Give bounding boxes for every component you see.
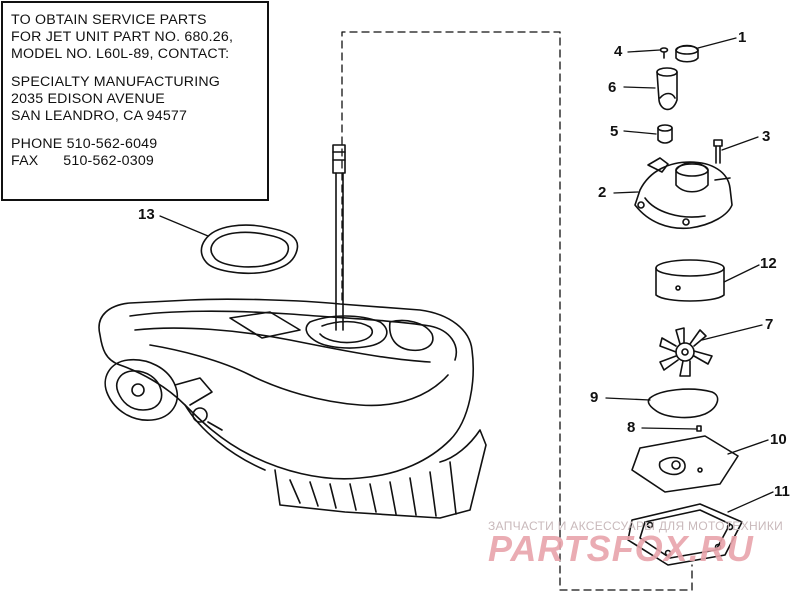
jet-pump-housing — [98, 298, 487, 519]
callout-9: 9 — [590, 389, 599, 406]
part-3-bolt — [713, 139, 723, 164]
part-12-impeller-cup — [655, 259, 725, 302]
info-line-1: TO OBTAIN SERVICE PARTS — [11, 12, 207, 28]
part-5-bushing — [657, 124, 673, 144]
part-8-pin — [696, 425, 702, 432]
info-line-7: PHONE 510-562-6049 — [11, 136, 158, 152]
part-2-pump-housing — [634, 157, 733, 230]
callout-8: 8 — [627, 419, 636, 436]
callout-7: 7 — [765, 316, 774, 333]
callout-11: 11 — [774, 483, 790, 500]
callout-4: 4 — [614, 43, 623, 60]
info-spacer — [11, 125, 267, 136]
part-6-tube — [656, 67, 678, 111]
callout-6: 6 — [608, 79, 617, 96]
info-line-3: MODEL NO. L60L-89, CONTACT: — [11, 46, 230, 62]
part-13-seal-ring — [200, 224, 299, 275]
part-11-gasket-plate — [627, 503, 743, 566]
leader-lines — [159, 37, 774, 513]
part-7-impeller — [659, 327, 713, 377]
part-1-cap — [675, 44, 699, 63]
callout-3: 3 — [762, 128, 771, 145]
callout-5: 5 — [610, 123, 619, 140]
watermark-logo: PARTSFOX.RU — [488, 528, 754, 569]
callout-13: 13 — [138, 206, 155, 223]
watermark-caption: ЗАПЧАСТИ И АКСЕССУАРЫ ДЛЯ МОТОТЕХНИКИ — [488, 519, 784, 533]
service-contact-box: TO OBTAIN SERVICE PARTS FOR JET UNIT PAR… — [1, 1, 269, 201]
part-4-screw — [659, 47, 669, 59]
assembly-dashed-outline — [341, 31, 693, 591]
callout-1: 1 — [738, 29, 747, 46]
callout-12: 12 — [760, 255, 777, 272]
callout-2: 2 — [598, 184, 607, 201]
info-line-6: SAN LEANDRO, CA 94577 — [11, 108, 188, 124]
callout-10: 10 — [770, 431, 787, 448]
info-spacer — [11, 63, 267, 74]
part-10-plate — [631, 435, 739, 493]
info-line-5: 2035 EDISON AVENUE — [11, 91, 165, 107]
info-line-4: SPECIALTY MANUFACTURING — [11, 74, 221, 90]
info-line-8: FAX 510-562-0309 — [11, 153, 155, 169]
info-line-2: FOR JET UNIT PART NO. 680.26, — [11, 29, 234, 45]
part-9-gasket — [647, 388, 719, 419]
drive-shaft — [332, 144, 346, 331]
